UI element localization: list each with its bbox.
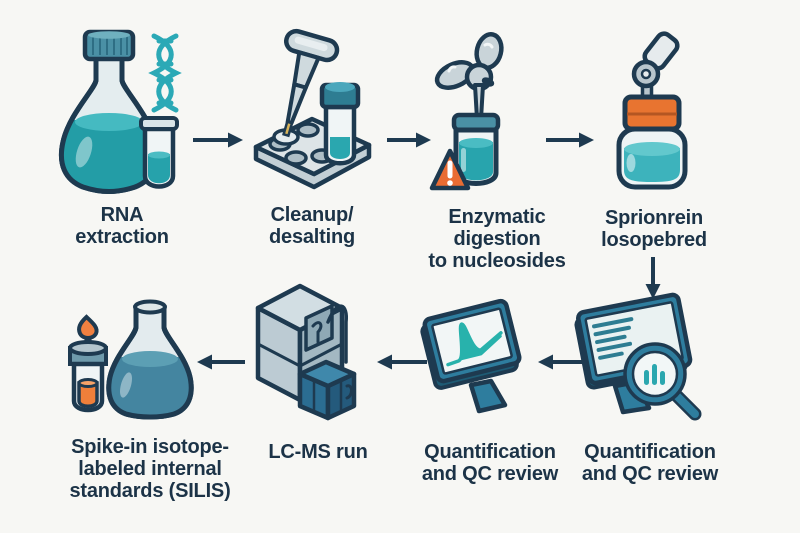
monitor-stand: [468, 378, 508, 414]
monitor-magnifier-icon: [574, 292, 702, 421]
vial-enzyme-warning-icon: [429, 32, 504, 191]
enzyme-icon: [434, 32, 504, 121]
warning-icon: [429, 148, 471, 191]
spike-in-vial: [68, 314, 108, 413]
label-cleanup-desalting: Cleanup/ desalting: [269, 204, 355, 248]
arrow-down-1: [644, 256, 662, 300]
step-silis: [63, 295, 194, 420]
label-lcms-run: LC-MS run: [268, 441, 368, 463]
label-quantification-qc-1: Quantification and QC review: [421, 441, 559, 485]
step-enzymatic-digestion: [425, 32, 525, 195]
bar-chart-icon: [644, 364, 665, 385]
arrow-left-2: [376, 353, 428, 371]
report-lines: [592, 317, 634, 360]
step-quantification-qc-1: [420, 295, 522, 420]
lcms-instrument-icon: [255, 283, 357, 421]
magnifier-icon: [623, 342, 702, 421]
label-isotope-vial: Sprionrein losopebred: [601, 207, 707, 251]
spike-in-vial-flask-icon: [68, 299, 194, 420]
label-rna-extraction: RNA extraction: [75, 204, 169, 248]
arrow-right-3: [545, 131, 595, 149]
capped-vial-key-icon: [616, 31, 688, 190]
step-cleanup-desalting: [250, 25, 375, 205]
step-rna-extraction: [55, 29, 185, 200]
pipette-icon: [282, 28, 340, 138]
arrow-right-1: [192, 131, 244, 149]
vial-body: [616, 126, 688, 190]
monitor-chromatogram-icon: [420, 298, 522, 414]
step-isotope-vial: [612, 30, 692, 195]
arrow-left-3: [196, 353, 246, 371]
label-silis: Spike-in isotope- labeled internal stand…: [69, 436, 231, 502]
plate-tube: [319, 82, 361, 166]
digestion-vial: [451, 112, 501, 186]
arrow-right-2: [386, 131, 432, 149]
dna-helix-icon: [148, 33, 182, 113]
step-quantification-qc-2: [574, 288, 705, 433]
step-lcms-run: [250, 282, 365, 432]
label-quantification-qc-2: Quantification and QC review: [581, 441, 719, 485]
key-icon: [631, 31, 680, 104]
chromatogram-peak: [458, 324, 502, 361]
droplet-icon: [77, 314, 99, 340]
tubing-icon: [311, 321, 323, 344]
flask-cap: [82, 29, 136, 62]
flask-dna-tube-icon: [58, 29, 182, 194]
label-enzymatic-digestion: Enzymatic digestion to nucleosides: [428, 206, 566, 272]
sample-tube: [139, 116, 179, 189]
pipette-plate-icon: [253, 28, 372, 190]
arrow-left-1: [537, 353, 589, 371]
